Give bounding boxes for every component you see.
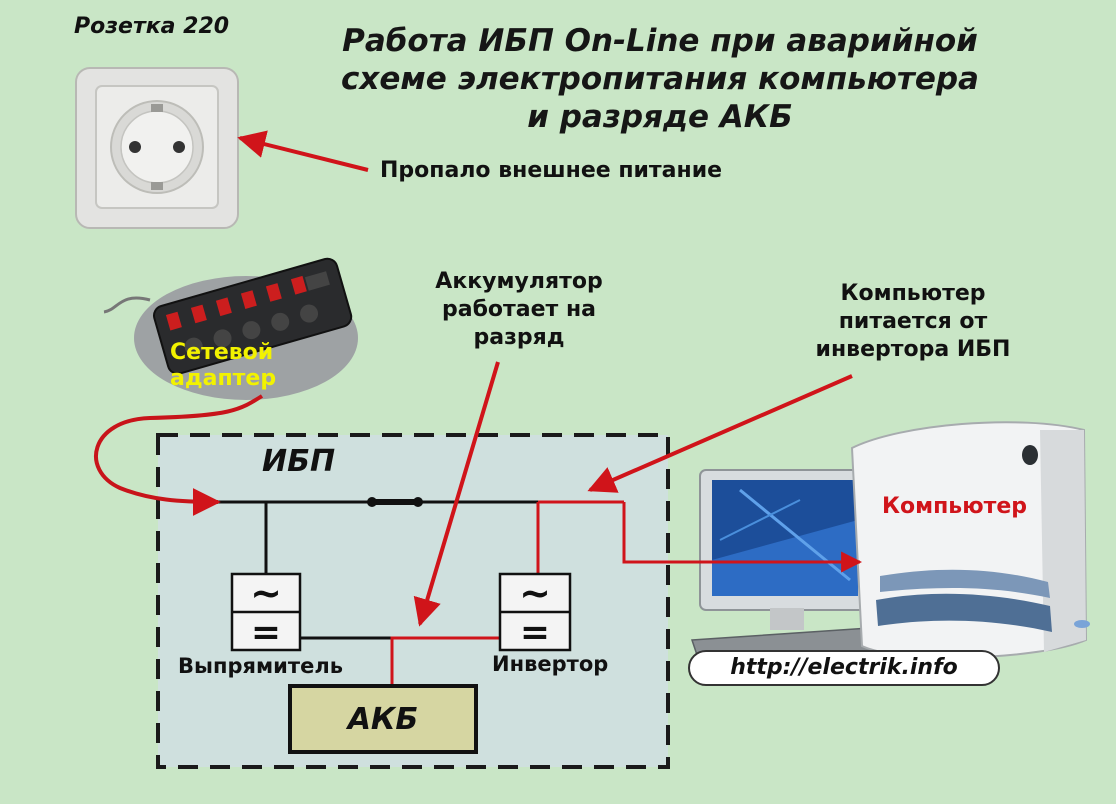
computer-note: Компьютер питается от инвертора ИБП [798,280,1028,364]
title-line-3: и разряде АКБ [527,99,793,135]
inverter-label: Инвертор [492,652,609,676]
ups-label: ИБП [262,444,336,479]
inverter-ac-symbol: ~ [519,571,551,615]
computer-note-line-2: питается от [838,309,988,334]
active-wiring [390,500,863,686]
title-line-1: Работа ИБП On-Line при аварийной [342,23,978,59]
power-strip-image [103,257,358,400]
battery-note-line-2: работает на [441,297,597,322]
adapter-cable [94,394,264,516]
annotation-arrows [237,130,853,627]
rectifier-label: Выпрямитель [178,654,343,678]
computer-note-line-1: Компьютер [840,281,986,306]
computer-note-line-3: инвертора ИБП [815,337,1011,362]
power-lost-label: Пропало внешнее питание [380,158,723,183]
adapter-label-line-2: адаптер [170,366,277,391]
inverter-dc-symbol: = [520,612,550,653]
rectifier-dc-symbol: = [251,612,281,653]
computer-label: Компьютер [882,494,1027,519]
adapter-label: Сетевой адаптер [170,340,276,392]
source-url[interactable]: http://electrik.info [688,650,1000,686]
adapter-label-line-1: Сетевой [170,340,274,365]
battery-note-line-1: Аккумулятор [435,269,603,294]
computer-image [690,421,1090,665]
socket-label: Розетка 220 [74,14,230,39]
input-switch [367,497,423,507]
battery-note: Аккумулятор работает на разряд [414,268,624,352]
inverter-block [498,572,572,652]
page-title: Работа ИБП On-Line при аварийной схеме э… [300,22,1020,136]
rectifier-ac-symbol: ~ [250,571,282,615]
battery-label: АКБ [346,702,419,737]
title-line-2: схеме электропитания компьютера [341,61,979,97]
wall-socket-image [75,67,239,229]
battery-block [288,684,478,754]
battery-note-line-3: разряд [473,325,565,350]
rectifier-block [230,572,302,652]
